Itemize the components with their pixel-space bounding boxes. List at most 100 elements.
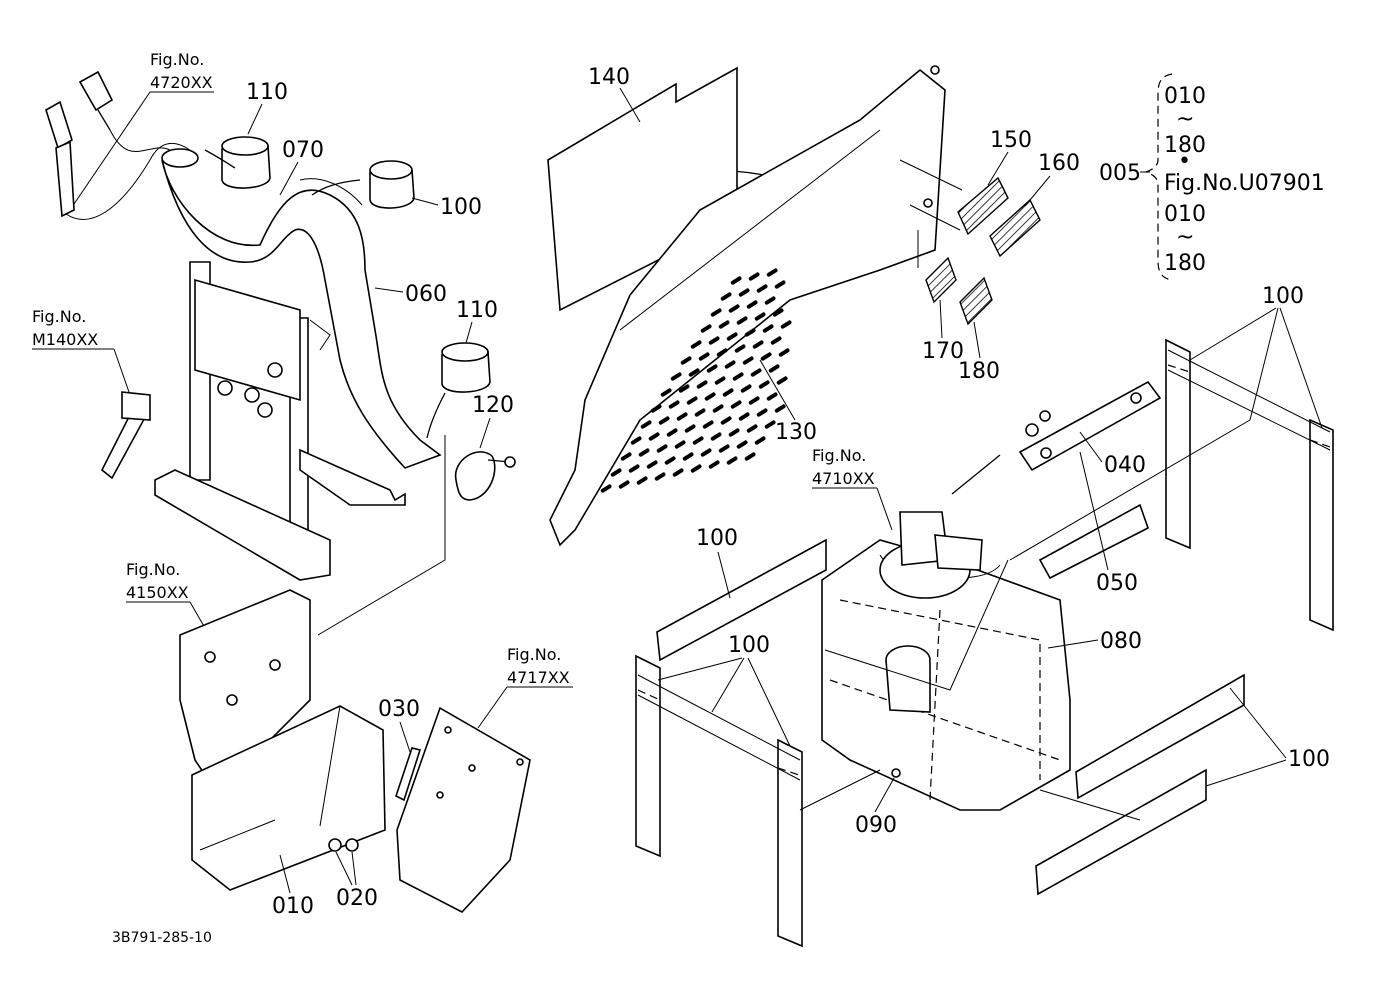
svg-text:010: 010 xyxy=(1164,202,1206,227)
grille-slot xyxy=(740,384,752,393)
grille-slot xyxy=(714,376,726,385)
grille-slot xyxy=(726,332,738,341)
svg-text:080: 080 xyxy=(1100,629,1142,654)
grille-slot xyxy=(738,288,750,297)
grille-slot xyxy=(748,396,760,405)
grille-slot xyxy=(754,312,766,321)
callout-100-left-diag: 100 xyxy=(696,526,738,599)
callout-090: 090 xyxy=(855,777,897,838)
ref-line-bottom xyxy=(799,769,881,811)
clamp-100-top xyxy=(369,160,415,209)
grille-slot xyxy=(766,268,778,277)
bracket-4150 xyxy=(179,589,311,791)
fig-ref-4717: Fig.No. 4717XX xyxy=(477,645,573,729)
grille-slot xyxy=(708,460,720,469)
callout-100-right-top: 100 xyxy=(1189,284,1323,429)
svg-text:Fig.No.U07901: Fig.No.U07901 xyxy=(1164,171,1325,196)
svg-text:•: • xyxy=(1178,149,1191,174)
svg-text:Fig.No.: Fig.No. xyxy=(126,560,180,579)
svg-text:4150XX: 4150XX xyxy=(126,583,189,602)
svg-text:070: 070 xyxy=(282,138,324,163)
svg-text:~: ~ xyxy=(1176,107,1194,132)
grille-slot xyxy=(694,408,706,417)
arrow-clamp-1 xyxy=(204,149,236,169)
callout-120: 120 xyxy=(472,393,514,449)
grille-slot xyxy=(710,432,722,441)
grille-slot xyxy=(640,420,652,429)
grille-slot xyxy=(660,388,672,397)
grille-slot xyxy=(756,408,768,417)
grille-slot xyxy=(728,428,740,437)
grille-slot xyxy=(756,284,768,293)
grille-slot xyxy=(686,396,698,405)
fig-ref-4710: Fig.No. 4710XX xyxy=(812,446,893,531)
callout-010: 010 xyxy=(272,854,314,919)
svg-text:140: 140 xyxy=(588,65,630,90)
svg-text:Fig.No.: Fig.No. xyxy=(32,307,86,326)
grille-slot xyxy=(720,416,732,425)
clamp-120 xyxy=(454,451,516,501)
svg-text:060: 060 xyxy=(405,282,447,307)
grille-slot xyxy=(690,340,702,349)
grille-slot xyxy=(738,412,750,421)
grille-slot xyxy=(728,304,740,313)
grille-slot xyxy=(732,372,744,381)
grille-slot xyxy=(774,404,786,413)
grille-slot xyxy=(722,388,734,397)
svg-text:130: 130 xyxy=(775,420,817,445)
grille-slot xyxy=(716,348,728,357)
svg-text:180: 180 xyxy=(1164,251,1206,276)
arrow-clamp-3 xyxy=(426,392,446,439)
label-150 xyxy=(957,176,1009,236)
svg-text:Fig.No.: Fig.No. xyxy=(507,645,561,664)
bracket-040 xyxy=(951,380,1162,495)
cover-130 xyxy=(549,65,946,547)
grille-slot xyxy=(702,420,714,429)
grille-slot xyxy=(600,484,612,493)
svg-text:M140XX: M140XX xyxy=(32,330,98,349)
grille-slot xyxy=(748,272,760,281)
svg-text:010: 010 xyxy=(272,894,314,919)
callout-100-bottom-right: 100 xyxy=(1205,687,1330,787)
grille-slot xyxy=(766,392,778,401)
callout-070: 070 xyxy=(279,138,324,196)
svg-text:090: 090 xyxy=(855,813,897,838)
grille-slot xyxy=(746,424,758,433)
ref-line-right xyxy=(1009,419,1251,561)
grille-slot xyxy=(676,412,688,421)
label-170 xyxy=(925,256,957,304)
panel-140 xyxy=(547,66,738,312)
arrow-clamp-2 xyxy=(311,179,361,196)
fig-ref-4720: Fig.No. 4720XX xyxy=(69,50,214,211)
grille-slot xyxy=(674,440,686,449)
grille-slot xyxy=(628,464,640,473)
strip-050 xyxy=(1038,503,1149,580)
grille-slot xyxy=(764,296,776,305)
svg-text:050: 050 xyxy=(1096,571,1138,596)
strip-030 xyxy=(395,747,422,802)
grille-slot xyxy=(682,452,694,461)
bolt-020 xyxy=(328,838,359,852)
grille-slot xyxy=(744,328,756,337)
grille-slot xyxy=(656,444,668,453)
svg-text:100: 100 xyxy=(1262,284,1304,309)
callout-040: 040 xyxy=(1079,431,1146,478)
grille-slot xyxy=(768,364,780,373)
grille-slot xyxy=(758,380,770,389)
grille-slot xyxy=(670,372,682,381)
grille-slot xyxy=(760,352,772,361)
grille-slot xyxy=(638,448,650,457)
callout-160: 160 xyxy=(1024,151,1080,207)
grille-slot xyxy=(610,468,622,477)
label-180 xyxy=(959,276,993,326)
callout-100-top: 100 xyxy=(411,195,482,220)
grille-slot xyxy=(620,452,632,461)
plate-4717 xyxy=(396,706,531,913)
svg-text:~: ~ xyxy=(1176,225,1194,250)
support-frame xyxy=(100,261,406,581)
grille-slot xyxy=(698,352,710,361)
svg-text:4720XX: 4720XX xyxy=(150,73,213,92)
callout-100-left-set: 100 xyxy=(657,633,791,747)
grille-slot xyxy=(690,464,702,473)
